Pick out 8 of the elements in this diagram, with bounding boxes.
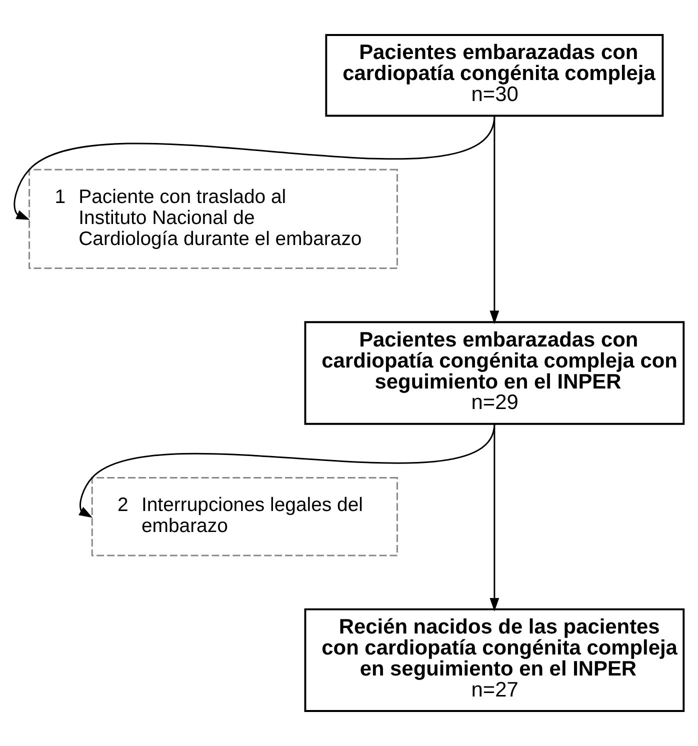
arrow bbox=[490, 116, 500, 324]
arrow bbox=[14, 116, 496, 220]
node-box: 1 Paciente con traslado al Instituto Nacional de Cardiología durante el embarazo bbox=[28, 168, 398, 270]
node-box: Pacientes embarazadas con cardiopatía congénita compleja n=30 bbox=[325, 34, 664, 117]
node-box: 2 Interrupciones legales del embarazo bbox=[91, 476, 398, 556]
node-box: Recién nacidos de las pacientes con cardiopatía congénita compleja en seguimiento en el INPER n=27 bbox=[304, 608, 685, 712]
arrow bbox=[490, 424, 500, 612]
node-box: Pacientes embarazadas con cardiopatía congénita compleja con seguimiento en el INPER n=29 bbox=[304, 321, 685, 425]
